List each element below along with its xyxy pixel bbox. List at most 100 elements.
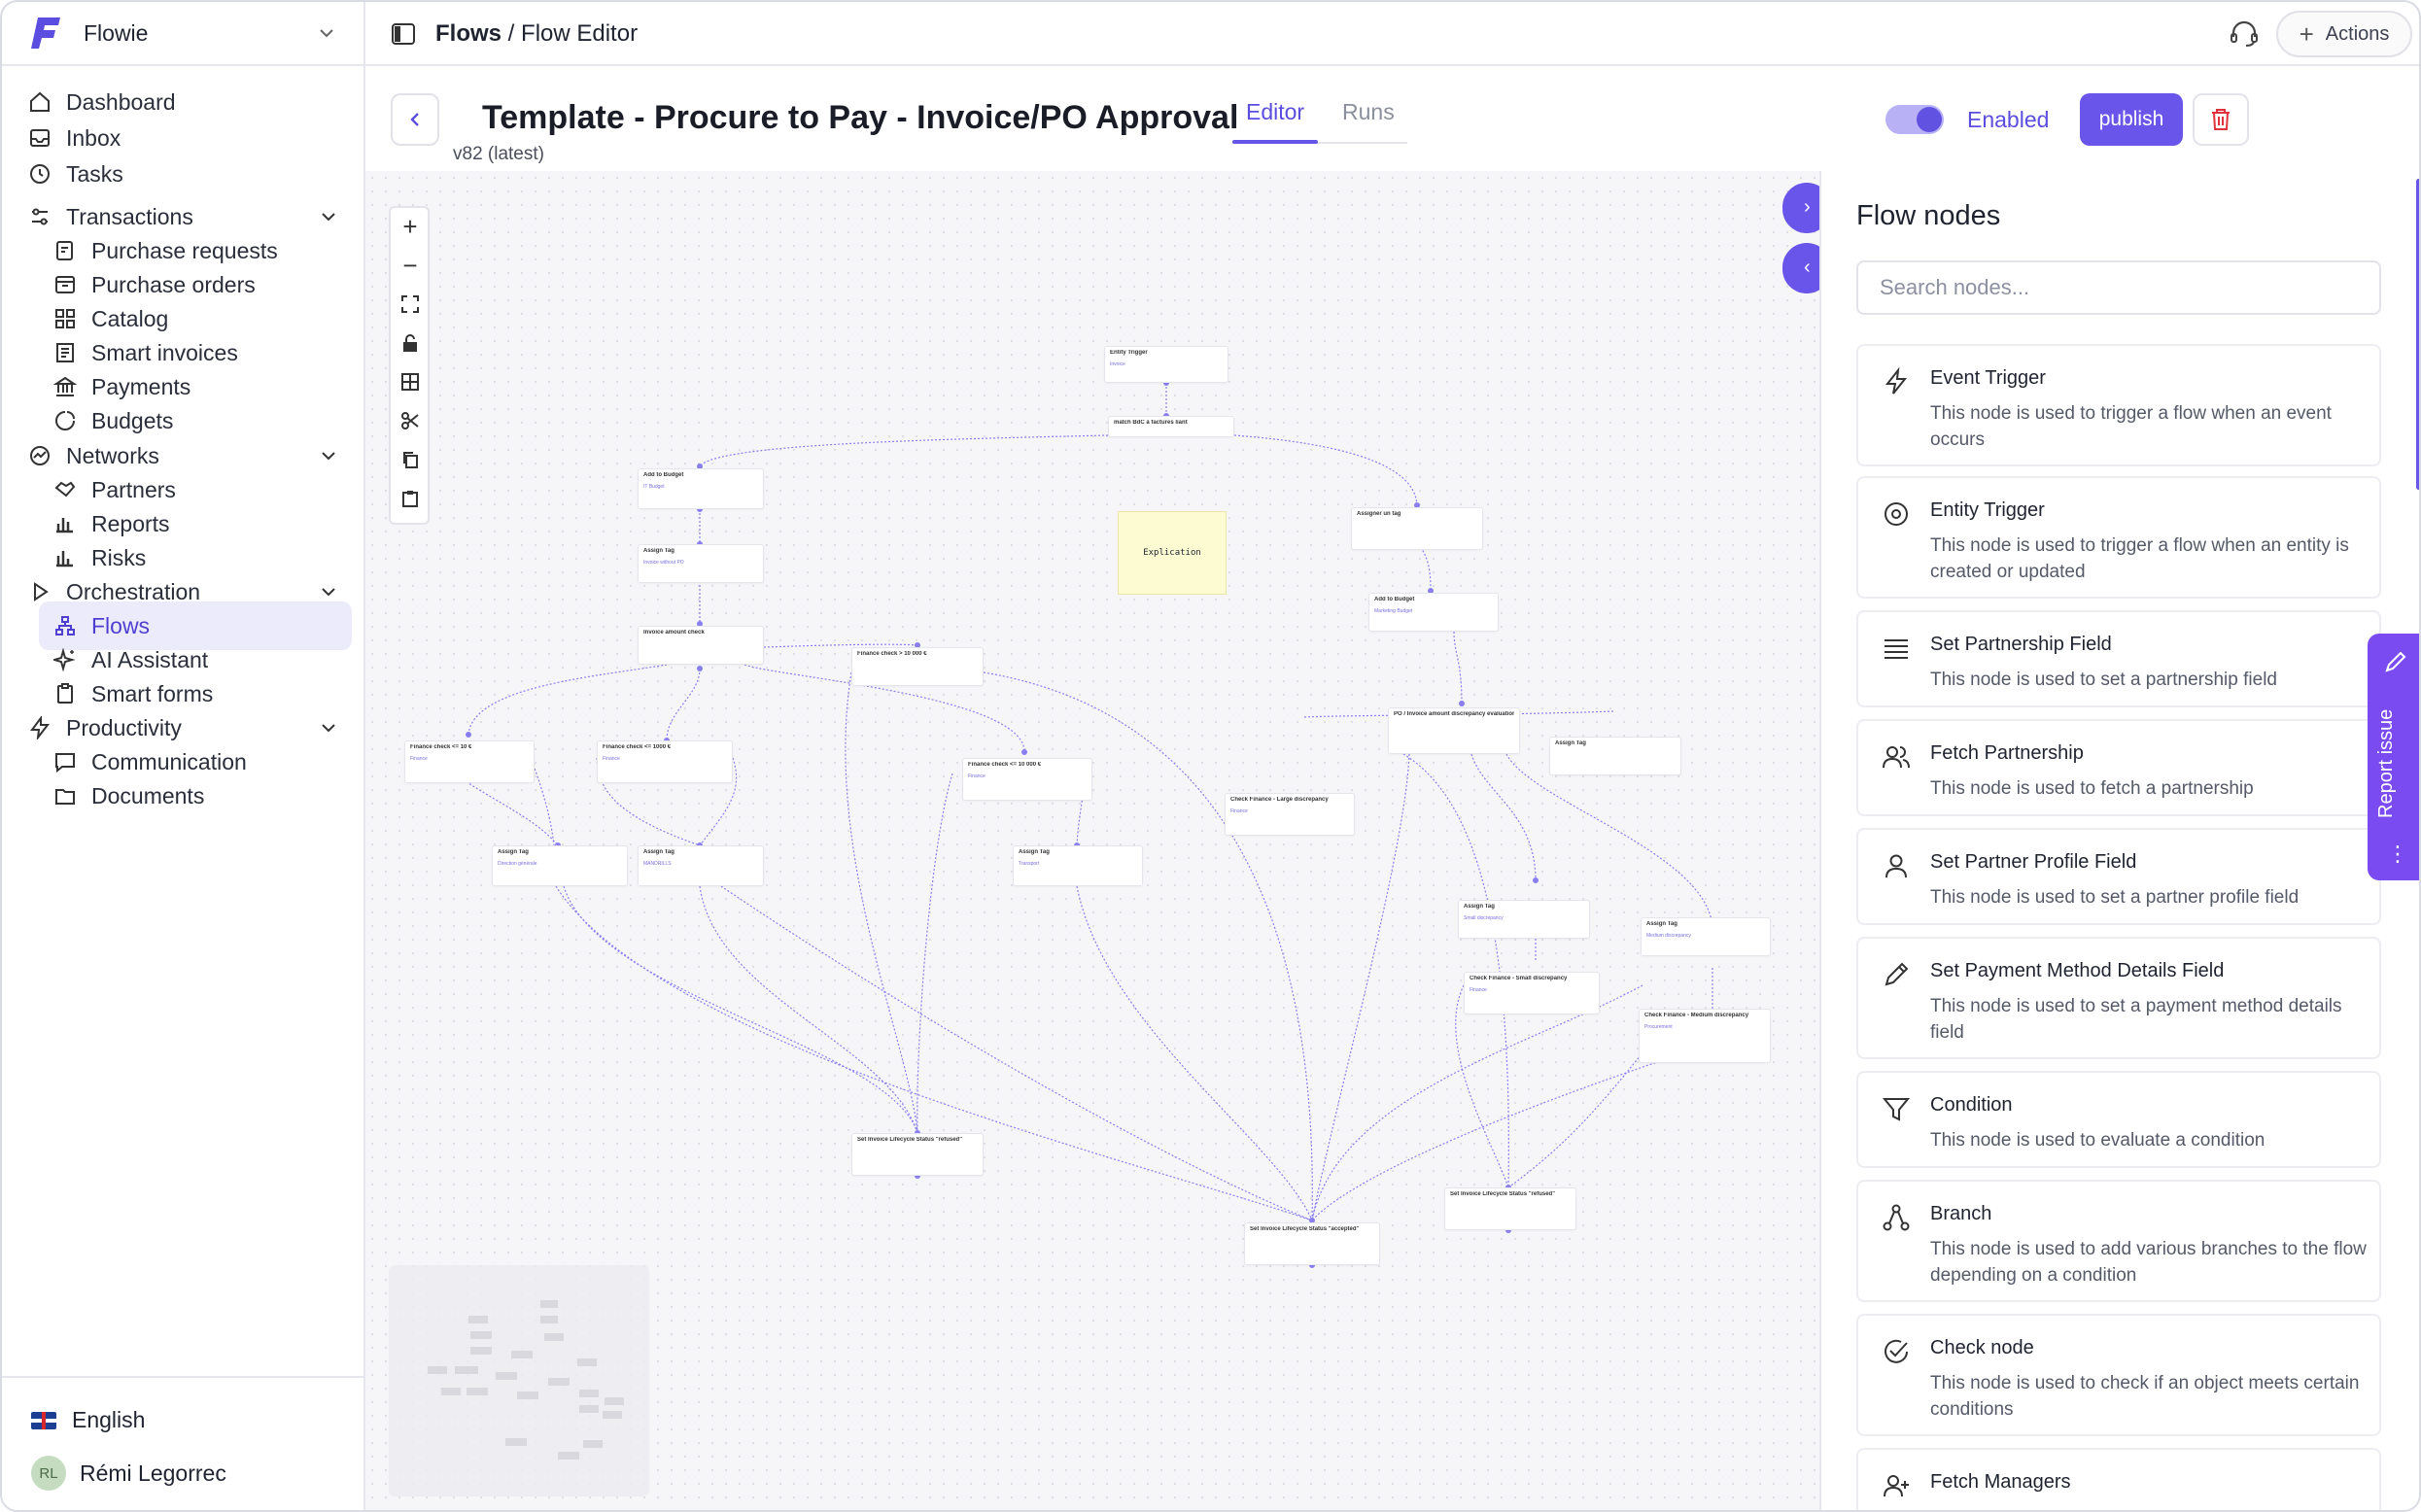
nav-productivity[interactable]: Productivity	[27, 704, 352, 752]
zoom-out-icon[interactable]: −	[402, 251, 418, 280]
nav-networks[interactable]: Networks	[27, 431, 352, 480]
flow-node[interactable]: Finance check <= 1000 €Finance	[597, 740, 733, 783]
nav-tasks[interactable]: Tasks	[27, 150, 352, 198]
flow-node[interactable]: Set Invoice Lifecycle Status "refused"	[851, 1133, 984, 1176]
nav-label: Dashboard	[66, 88, 176, 115]
flow-node[interactable]: Set Invoice Lifecycle Status "refused"	[1444, 1187, 1576, 1230]
flow-node[interactable]: Assigner un tag	[1351, 507, 1483, 550]
nav-reports[interactable]: Reports	[39, 499, 352, 548]
search-nodes-input[interactable]: Search nodes...	[1856, 260, 2381, 315]
grid-icon[interactable]	[398, 369, 423, 395]
nav-inbox[interactable]: Inbox	[27, 114, 352, 162]
headset-icon[interactable]	[2228, 17, 2261, 51]
flow-node[interactable]: match BdC à factures liant	[1108, 416, 1234, 437]
delete-button[interactable]	[2193, 93, 2249, 146]
flow-node[interactable]: Invoice amount check	[638, 626, 764, 665]
flow-node[interactable]: Assign Tag	[1549, 737, 1681, 775]
language-selector[interactable]: English	[31, 1407, 145, 1433]
node-sub: Small discrepancy	[1464, 915, 1504, 921]
zoom-in-icon[interactable]: +	[402, 212, 418, 241]
panel-scrollbar[interactable]	[2416, 179, 2419, 490]
node-card-set-partner-profile-field[interactable]: Set Partner Profile Field This node is u…	[1856, 828, 2381, 925]
node-card-branch[interactable]: Branch This node is used to add various …	[1856, 1180, 2381, 1302]
paste-icon[interactable]	[398, 486, 423, 511]
nav-smart-invoices[interactable]: Smart invoices	[39, 328, 352, 377]
user-menu[interactable]: RL Rémi Legorrec	[31, 1456, 226, 1491]
actions-button[interactable]: + Actions	[2276, 11, 2412, 57]
nav-documents[interactable]: Documents	[39, 772, 352, 820]
report-issue-tab[interactable]: Report issue ⋮	[2368, 634, 2419, 880]
avatar: RL	[31, 1456, 66, 1491]
sticky-note[interactable]: Explication	[1118, 511, 1227, 595]
node-card-check-node[interactable]: Check node This node is used to check if…	[1856, 1314, 2381, 1436]
node-sub: Marketing Budget	[1374, 608, 1413, 614]
flow-node[interactable]: Finance check <= 10 €Finance	[404, 740, 535, 783]
target-icon	[1885, 502, 1908, 526]
nav-catalog[interactable]: Catalog	[39, 294, 352, 343]
nav-transactions[interactable]: Transactions	[27, 192, 352, 241]
sidebar-toggle-icon[interactable]	[391, 21, 416, 47]
copy-icon[interactable]	[398, 447, 423, 472]
tab-editor[interactable]: Editor	[1246, 99, 1305, 124]
node-title: Assign Tag	[643, 849, 674, 855]
tab-runs[interactable]: Runs	[1342, 99, 1395, 124]
nav-purchase-orders[interactable]: Purchase orders	[39, 260, 352, 309]
minimap[interactable]	[389, 1265, 649, 1496]
node-card-event-trigger[interactable]: Event Trigger This node is used to trigg…	[1856, 344, 2381, 466]
expand-panel-button[interactable]: ‹	[1782, 243, 1819, 293]
nav-orchestration[interactable]: Orchestration	[27, 567, 352, 616]
breadcrumb-root[interactable]: Flows	[435, 20, 502, 47]
node-card-fetch-partnership[interactable]: Fetch Partnership This node is used to f…	[1856, 719, 2381, 816]
workspace-switcher[interactable]: Flowie	[2, 2, 363, 66]
publish-button[interactable]: publish	[2080, 93, 2183, 146]
nav-dashboard[interactable]: Dashboard	[27, 78, 352, 126]
nav-purchase-requests[interactable]: Purchase requests	[39, 226, 352, 275]
panel-title: Flow nodes	[1856, 200, 2001, 231]
minimap-block	[558, 1452, 579, 1460]
nav-risks[interactable]: Risks	[39, 533, 352, 582]
node-card-set-payment-method-details-field[interactable]: Set Payment Method Details Field This no…	[1856, 937, 2381, 1059]
bar-chart-icon	[52, 545, 78, 570]
nav-ai-assistant[interactable]: AI Assistant	[39, 636, 352, 684]
nav-flows[interactable]: Flows	[39, 601, 352, 650]
fit-view-icon[interactable]	[398, 292, 423, 317]
scissors-icon[interactable]	[398, 408, 423, 433]
lock-icon[interactable]	[398, 330, 423, 356]
node-title: Assigner un tag	[1357, 511, 1401, 517]
nav-payments[interactable]: Payments	[39, 362, 352, 411]
node-card-fetch-managers[interactable]: Fetch Managers	[1856, 1448, 2381, 1510]
nav-partners[interactable]: Partners	[39, 465, 352, 514]
flow-node[interactable]: Set Invoice Lifecycle Status "accepted"	[1244, 1222, 1380, 1265]
enabled-toggle[interactable]	[1885, 105, 1944, 134]
flow-node[interactable]: Finance check > 10 000 €	[851, 647, 984, 686]
flow-node[interactable]: Finance check <= 10 000 €Finance	[962, 758, 1092, 801]
node-card-desc: This node is used to set a partnership f…	[1930, 670, 2277, 690]
minimap-block	[577, 1358, 597, 1366]
back-button[interactable]	[391, 93, 439, 146]
flow-node[interactable]: PO / Invoice amount discrepancy evaluati…	[1388, 707, 1520, 754]
nav-budgets[interactable]: Budgets	[39, 396, 352, 445]
node-card-set-partnership-field[interactable]: Set Partnership Field This node is used …	[1856, 610, 2381, 707]
nav-communication[interactable]: Communication	[39, 738, 352, 786]
clock-icon	[27, 161, 52, 187]
nav-smart-forms[interactable]: Smart forms	[39, 670, 352, 718]
node-card-entity-trigger[interactable]: Entity Trigger This node is used to trig…	[1856, 476, 2381, 599]
node-title: Finance check <= 10 €	[410, 744, 472, 750]
node-card-condition[interactable]: Condition This node is used to evaluate …	[1856, 1071, 2381, 1168]
collapse-panel-button[interactable]: ›	[1782, 183, 1819, 233]
minimap-block	[517, 1392, 538, 1399]
